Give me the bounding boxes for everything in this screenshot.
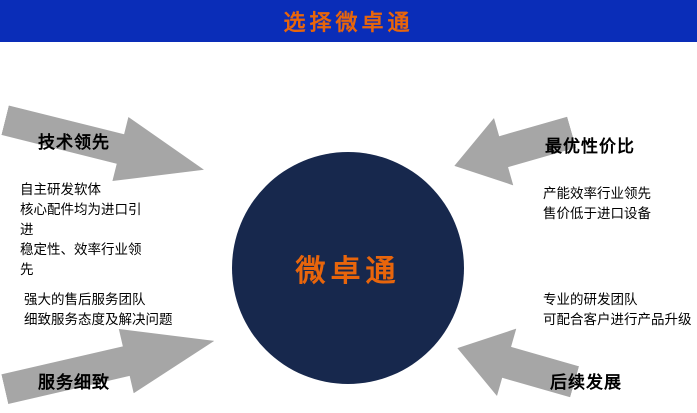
text-block-bottom-right: 专业的研发团队 可配合客户进行产品升级 bbox=[543, 290, 697, 330]
text-line: 专业的研发团队 bbox=[543, 292, 638, 307]
text-line: 产能效率行业领先 bbox=[543, 186, 651, 201]
label-detailed-service: 服务细致 bbox=[38, 373, 110, 392]
text-line: 核心配件均为进口引进 bbox=[20, 202, 142, 237]
text-block-bottom-left: 强大的售后服务团队 细致服务态度及解决问题 bbox=[24, 290, 209, 330]
text-line: 稳定性、效率行业领先 bbox=[20, 242, 142, 277]
label-best-value: 最优性价比 bbox=[545, 137, 635, 156]
slide-title: 选择微卓通 bbox=[283, 10, 414, 35]
text-line: 强大的售后服务团队 bbox=[24, 292, 146, 307]
center-circle: 微卓通 bbox=[232, 152, 464, 384]
text-line: 自主研发软体 bbox=[20, 182, 101, 197]
title-banner: 选择微卓通 bbox=[0, 0, 697, 42]
text-block-top-right: 产能效率行业领先 售价低于进口设备 bbox=[543, 184, 693, 224]
text-line: 售价低于进口设备 bbox=[543, 206, 651, 221]
text-block-top-left: 自主研发软体 核心配件均为进口引进 稳定性、效率行业领先 bbox=[20, 180, 152, 280]
label-tech-leading: 技术领先 bbox=[38, 133, 110, 152]
text-line: 细致服务态度及解决问题 bbox=[24, 312, 173, 327]
text-line: 可配合客户进行产品升级 bbox=[543, 312, 692, 327]
label-future-development: 后续发展 bbox=[550, 373, 622, 392]
center-label: 微卓通 bbox=[295, 255, 401, 288]
